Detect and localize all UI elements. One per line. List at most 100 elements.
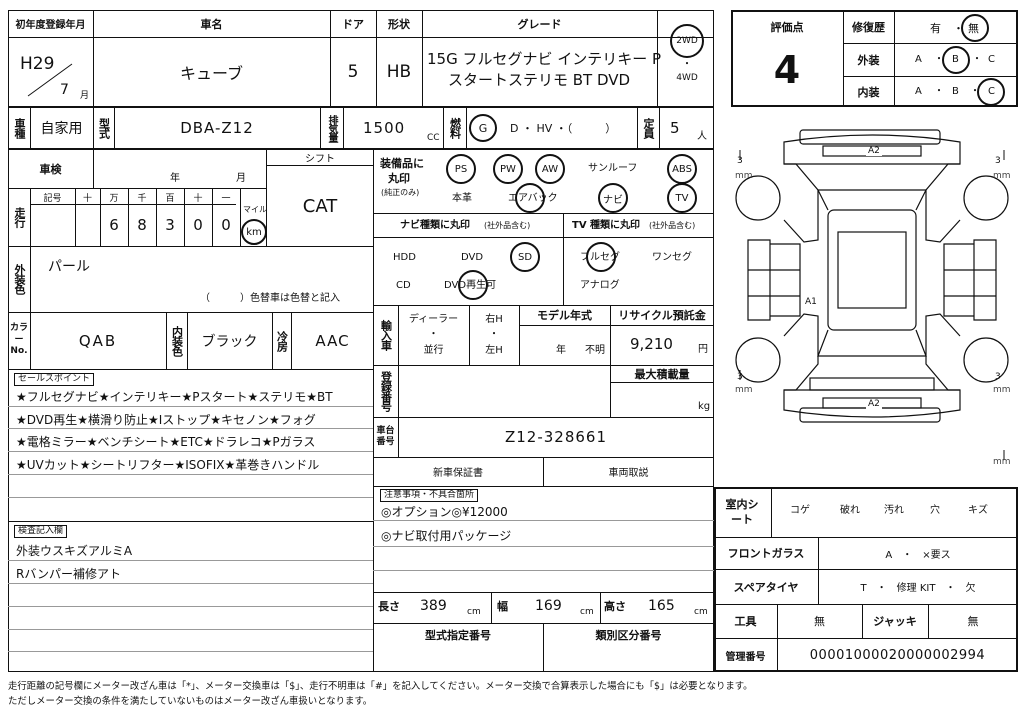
interior-grade-label: 内装 — [857, 85, 880, 99]
category-number-label: 類別区分番号 — [595, 629, 662, 642]
seat-item-0: コゲ — [790, 505, 810, 516]
equip-ps: PS — [454, 163, 468, 175]
mm-br: mm — [993, 385, 1011, 395]
model-year-label: モデル年式 — [537, 309, 592, 322]
exterior-color: パール — [48, 259, 90, 275]
grade-label: グレード — [517, 17, 562, 31]
tv-oneseg: ワンセグ — [652, 252, 692, 263]
glass-label: フロントガラス — [727, 547, 805, 560]
warranty-label: 新車保証書 — [433, 468, 483, 479]
score-value: 4 — [773, 47, 801, 92]
int-c-circle — [977, 78, 1005, 106]
import-label: 輸入車 — [379, 320, 393, 350]
digit-header-3: 千 — [137, 193, 147, 204]
fuel-rest: D ・ HV ・（ ） — [510, 122, 617, 135]
equip-sunroof: サンルーフ — [588, 163, 638, 174]
digit-4: 3 — [165, 216, 175, 234]
ext-sep2: ・ — [972, 54, 982, 65]
glass-value: A ・ ×要ス — [885, 549, 951, 561]
type-designation-label: 型式指定番号 — [425, 629, 491, 642]
equip-leather: 本革 — [452, 193, 472, 204]
usage-label: 車種 — [13, 118, 26, 138]
equip-tv: TV — [675, 192, 689, 204]
grade-line1: 15G フルセグナビ インテリキー P — [427, 50, 662, 68]
interior-color: ブラック — [201, 333, 258, 350]
inspection-label: 車検 — [39, 162, 62, 176]
int-sep1: ・ — [934, 86, 944, 97]
diagonal-slash — [27, 63, 73, 97]
equip-navi: ナビ — [603, 194, 623, 206]
mm-tl: mm — [735, 171, 753, 181]
digit-3: 8 — [137, 216, 147, 234]
length-unit: cm — [467, 607, 481, 617]
mm-tl-three: 3 — [737, 156, 743, 166]
shape-label: 形状 — [388, 17, 410, 31]
digit-6: 0 — [221, 216, 231, 234]
tv-type-note: (社外品含む) — [649, 221, 696, 230]
interior-color-label: 内装色 — [170, 325, 184, 356]
model: DBA-Z12 — [180, 119, 254, 137]
equip-pw: PW — [500, 163, 516, 175]
color-no-label: カラーNo. — [9, 322, 28, 357]
width-value: 169 — [535, 598, 562, 614]
fuel-label: 燃料 — [448, 118, 462, 138]
inspection-month: 月 — [236, 173, 246, 184]
ext-sep1: ・ — [934, 54, 944, 65]
width-label: 幅 — [497, 600, 508, 613]
notes-label: 注意事項・不具合箇所 — [380, 489, 479, 502]
shift: CAT — [302, 195, 338, 217]
recycle-yen: 円 — [698, 344, 708, 355]
import-right-h: 右H — [485, 313, 503, 325]
chassis-label: 車台番号 — [376, 426, 395, 447]
nav-sd: SD — [517, 251, 533, 263]
car-name: キューブ — [179, 64, 244, 83]
evaluation-frame — [731, 10, 1018, 107]
reg-month-unit: 月 — [80, 91, 90, 101]
mile-label: マイル — [243, 205, 267, 214]
mgmt-value: 00001000020000002994 — [809, 647, 986, 663]
length-value: 389 — [420, 598, 447, 614]
import-dot2: ・ — [489, 328, 499, 340]
max-load-label: 最大積載量 — [634, 367, 690, 381]
seat-label: 室内シート — [725, 497, 759, 526]
width-unit: cm — [580, 607, 594, 617]
first-reg-label: 初年度登録年月 — [15, 20, 86, 31]
tools-value: 無 — [814, 615, 825, 628]
nav-dvd: DVD — [461, 252, 484, 263]
sales-line-2: ★DVD再生★横滑り防止★Iストップ★キセノン★フォグ — [16, 413, 316, 427]
mm-bottom: mm — [993, 457, 1011, 467]
capacity-unit: 人 — [697, 131, 707, 142]
equip-airbag: エアバック — [508, 193, 558, 204]
import-parallel: 並行 — [423, 344, 444, 356]
era-year: H29 — [20, 54, 55, 74]
jack-label: ジャッキ — [873, 615, 917, 628]
length-label: 長さ — [378, 600, 400, 613]
capacity: 5 — [670, 119, 680, 137]
import-dealer: ディーラー — [408, 313, 459, 325]
int-sep2: ・ — [970, 86, 980, 97]
reg-month: 7 — [60, 82, 69, 98]
shift-label: シフト — [305, 153, 335, 165]
jack-value: 無 — [967, 615, 979, 628]
color-no: QAB — [78, 331, 118, 350]
fuel-g-circle — [469, 114, 497, 142]
notes-line-2: ◎ナビ取付用パッケージ — [381, 529, 512, 543]
tv-type-label: TV 種類に丸印 — [572, 220, 641, 231]
repair-label: 修復歴 — [852, 20, 885, 34]
inspector-label: 検査記入欄 — [14, 525, 68, 538]
height-label: 高さ — [604, 600, 626, 613]
drive-4wd: 4WD — [676, 73, 698, 83]
seat-item-1: 破れ — [840, 505, 860, 516]
digit-header-5: 十 — [193, 193, 203, 204]
int-grade-a: A — [915, 86, 922, 97]
repair-yes: 有 — [930, 22, 941, 35]
a2-top-label: A2 — [866, 146, 882, 156]
sales-label: セールスポイント — [14, 373, 95, 386]
int-grade-b: B — [952, 86, 959, 97]
sales-line-4: ★UVカット★シートリフター★ISOFIX★革巻きハンドル — [16, 458, 320, 472]
km-label: km — [246, 226, 262, 238]
notes-line-1: ◎オプション◎¥12000 — [381, 505, 508, 519]
digit-header-2: 万 — [109, 193, 119, 204]
repair-dot: ・ — [953, 22, 964, 35]
displacement-label: 排気量 — [326, 114, 337, 142]
